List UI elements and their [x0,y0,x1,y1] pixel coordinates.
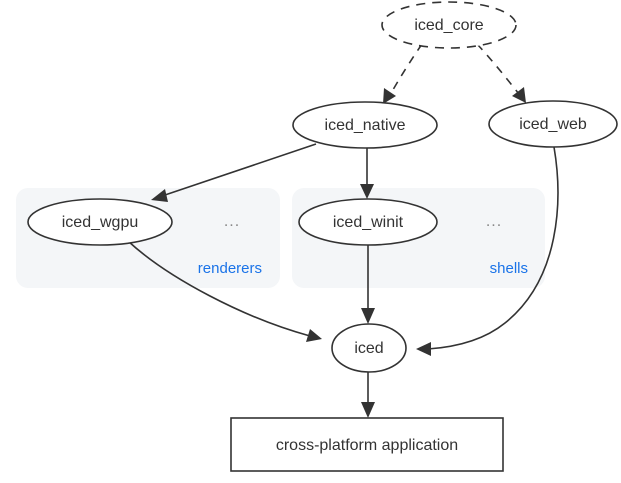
edge-native-to-wgpu [151,143,317,202]
arrowhead-icon [151,189,168,202]
node-iced-native-label: iced_native [325,117,406,134]
node-application[interactable]: cross-platform application [230,417,504,472]
node-iced-wgpu-shape[interactable] [27,198,173,246]
node-iced-web[interactable]: iced_web [488,100,618,148]
arrowhead-icon [383,88,396,104]
node-iced-core-label: iced_core [414,17,483,34]
node-application-shape[interactable] [230,417,504,472]
edge-core-to-native [383,43,423,104]
node-iced-native[interactable]: iced_native [292,101,438,149]
node-iced-native-shape[interactable] [292,101,438,149]
node-iced-core-shape[interactable] [381,1,517,49]
node-iced-winit-shape[interactable] [298,198,438,246]
node-application-label: cross-platform application [276,437,458,454]
edge-native-to-winit [360,148,374,199]
node-iced-wgpu[interactable]: iced_wgpu [27,198,173,246]
arrowhead-icon [361,308,375,324]
node-iced-winit[interactable]: iced_winit [298,198,438,246]
cluster-shells-ellipsis: ... [486,213,502,230]
arrowhead-icon [306,329,322,342]
node-iced-web-label: iced_web [519,116,587,133]
edge-winit-to-iced [361,245,375,324]
cluster-shells-label: shells [490,260,528,277]
edge-web-to-iced [416,146,559,356]
node-iced[interactable]: iced [331,323,407,373]
node-iced-winit-label: iced_winit [333,214,404,231]
edge-iced-to-application [361,372,375,418]
arrowhead-icon [361,402,375,418]
edge-wgpu-to-iced [127,240,322,342]
node-iced-web-shape[interactable] [488,100,618,148]
arrowhead-icon [512,87,526,103]
node-iced-wgpu-label: iced_wgpu [62,214,139,231]
arrowhead-icon [416,342,431,356]
node-iced-core[interactable]: iced_core [381,1,517,49]
cluster-renderers-ellipsis: ... [224,213,240,230]
arrowhead-icon [360,184,374,199]
node-iced-shape[interactable] [331,323,407,373]
node-iced-label: iced [354,340,383,357]
edge-core-to-web [476,43,526,103]
cluster-renderers-label: renderers [198,260,262,277]
